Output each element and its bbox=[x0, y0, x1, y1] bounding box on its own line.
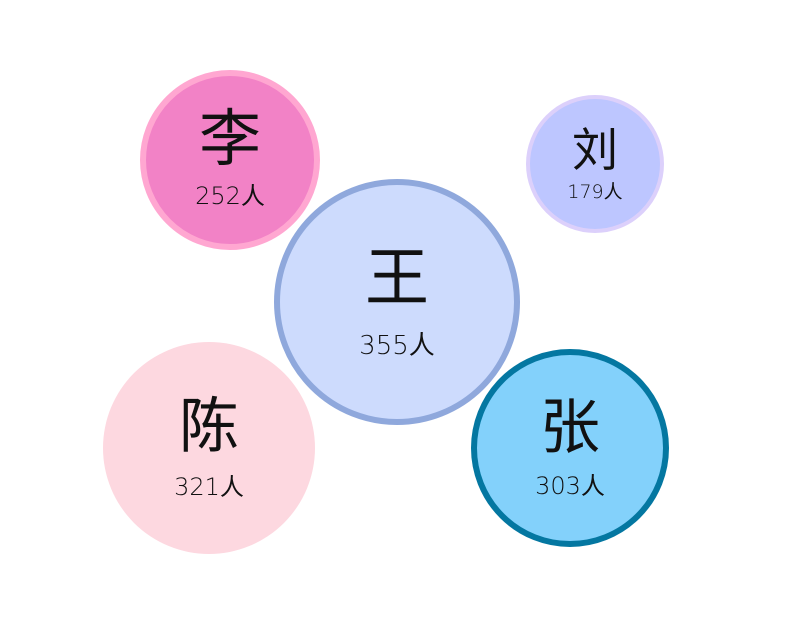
bubble-name: 刘 bbox=[572, 122, 618, 177]
bubble-count: 303人 bbox=[535, 472, 605, 500]
bubble-count: 321人 bbox=[174, 473, 244, 501]
bubble-wang: 王 355人 bbox=[274, 179, 520, 425]
bubble-name: 张 bbox=[540, 393, 600, 463]
bubble-name: 陈 bbox=[179, 392, 239, 462]
bubble-count: 252人 bbox=[195, 182, 265, 210]
bubble-zhang: 张 303人 bbox=[471, 349, 669, 547]
bubble-count: 179人 bbox=[567, 180, 623, 203]
bubble-chen: 陈 321人 bbox=[103, 342, 315, 554]
bubble-count: 355人 bbox=[359, 331, 435, 361]
bubble-liu: 刘 179人 bbox=[526, 95, 664, 233]
bubble-name: 王 bbox=[365, 242, 429, 316]
bubble-li: 李 252人 bbox=[140, 70, 320, 250]
bubble-name: 李 bbox=[198, 102, 261, 175]
